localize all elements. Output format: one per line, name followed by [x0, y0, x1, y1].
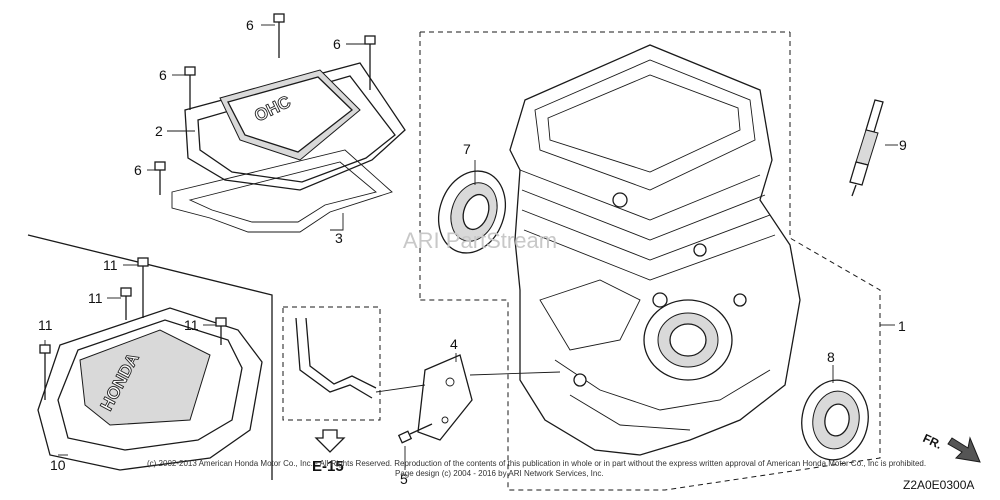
- bolt-11-c: [215, 317, 227, 345]
- head-cover: OHC: [184, 62, 406, 191]
- crankcase: [509, 44, 801, 456]
- bolt-6-lower: [154, 161, 166, 195]
- tube-leader: [375, 384, 426, 393]
- callout-6-top: 6: [246, 17, 254, 33]
- front-direction-label: FR.: [921, 431, 944, 452]
- group-divider-line: [27, 234, 273, 480]
- reference-e15: E-15: [312, 458, 344, 475]
- spark-plug: [849, 99, 884, 197]
- callout-1: 1: [898, 318, 906, 334]
- copyright-line-2: Page design (c) 2004 - 2016 by ARI Netwo…: [395, 469, 604, 478]
- front-direction-arrow: [947, 436, 981, 463]
- callout-6-left: 6: [159, 67, 167, 83]
- watermark: ARI PartStream: [403, 228, 557, 253]
- leader-lines: [44, 24, 898, 470]
- breather-tube-frame: [282, 306, 381, 421]
- bolt-5: [397, 423, 433, 444]
- callout-2: 2: [155, 123, 163, 139]
- diagram-code: Z2A0E0300A: [903, 478, 974, 492]
- oil-seal-8: [801, 379, 869, 461]
- breather-tube: [295, 317, 377, 399]
- callout-9: 9: [899, 137, 907, 153]
- lower-head-cover: HONDA: [37, 307, 263, 471]
- breather-plate: [417, 354, 473, 441]
- callout-10: 10: [50, 457, 66, 473]
- callout-11-b: 11: [88, 290, 103, 306]
- callout-6-lower: 6: [134, 162, 142, 178]
- bolt-11-b: [120, 287, 132, 320]
- callout-11-c: 11: [184, 317, 199, 333]
- reference-arrow: [314, 429, 346, 453]
- copyright-line-1: (c) 2002-2013 American Honda Motor Co., …: [147, 459, 926, 468]
- bolt-6-right: [364, 35, 376, 90]
- bolt-6-left: [184, 66, 196, 110]
- callout-6-right: 6: [333, 36, 341, 52]
- crankcase-group-frame: [419, 31, 881, 491]
- callout-5: 5: [400, 471, 408, 487]
- oil-seal-7: [438, 170, 506, 254]
- bolt-11-a: [137, 257, 149, 318]
- callout-4: 4: [450, 336, 458, 352]
- callout-3: 3: [335, 230, 343, 246]
- bolt-6-top: [273, 13, 285, 58]
- callout-7: 7: [463, 141, 471, 157]
- callout-11-a: 11: [103, 257, 118, 273]
- head-cover-gasket: [171, 149, 393, 233]
- callout-8: 8: [827, 349, 835, 365]
- callout-11-d: 11: [38, 317, 53, 333]
